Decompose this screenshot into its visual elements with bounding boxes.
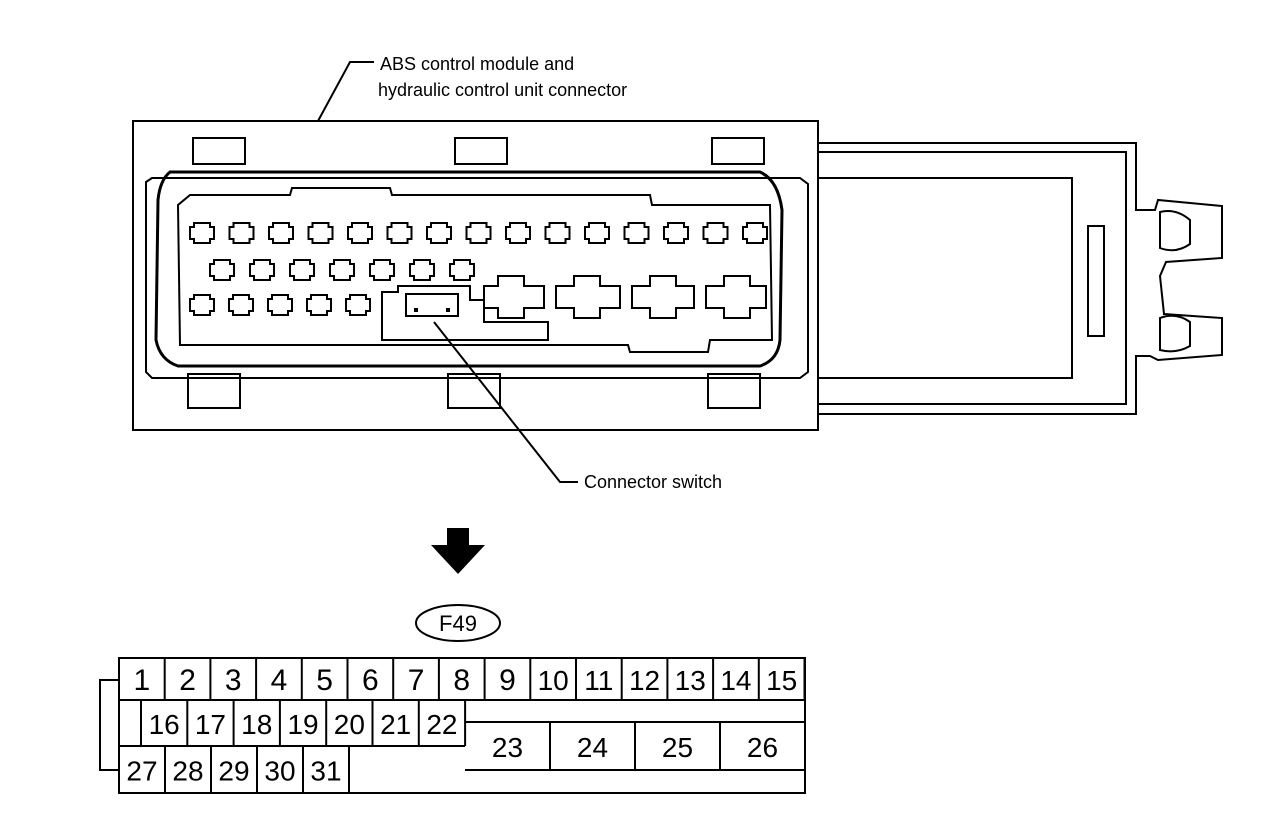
terminal-cavity [742,222,768,244]
terminal-cavity [465,222,492,244]
pin-cell: 3 [225,664,242,697]
pin-cell: 26 [747,732,778,763]
pin-cell: 15 [766,665,797,696]
terminal-cavity [289,259,315,281]
pin-cell: 4 [271,664,288,697]
terminal-cavity [623,222,650,244]
terminal-cavity [228,222,255,244]
pin-cell: 28 [172,756,203,787]
terminal-cavity [189,294,215,316]
terminal-cavity [409,259,435,281]
pin-cell: 29 [218,756,249,787]
pin-cell: 9 [499,664,516,697]
pin-cell: 19 [287,709,318,740]
terminal-cavity [189,222,215,244]
terminal-cavity [267,294,293,316]
connector-switch-label: Connector switch [584,472,722,492]
terminal-cavity [345,294,371,316]
down-arrow-icon [431,528,485,574]
pin-cell: 13 [675,665,706,696]
terminal-cavity [449,259,475,281]
pin-cell: 16 [149,709,180,740]
connector-switch [381,285,549,341]
terminal-cavities [189,222,768,316]
terminal-cavity [663,222,689,244]
pin-cell: 8 [453,664,470,697]
pin-cell: 23 [492,732,523,763]
pin-cell: 20 [334,709,365,740]
pin-cell: 5 [316,664,333,697]
connector-housing [132,120,1223,431]
pin-cell: 30 [264,756,295,787]
pin-cell: 22 [426,709,457,740]
terminal-cavity [584,222,610,244]
terminal-cavity [386,222,413,244]
pin-cell: 24 [577,732,608,763]
pin-cell: 2 [179,664,196,697]
pin-cell: 1 [134,664,151,697]
terminal-cavity [347,222,373,244]
terminal-cavity [307,222,334,244]
module-label: ABS control module and [380,54,574,74]
pin-cell: 21 [380,709,411,740]
pin-cell: 14 [720,665,751,696]
terminal-cavity [329,259,355,281]
terminal-cavity [228,294,254,316]
terminal-cavity [268,222,294,244]
pin-cell: 6 [362,664,379,697]
large-terminals [483,275,767,319]
pin-cell: 25 [662,732,693,763]
pin-cell: 17 [195,709,226,740]
pin-cell: 12 [629,665,660,696]
terminal-cavity [209,259,235,281]
pin-cell: 27 [126,756,157,787]
connector-code: F49 [439,611,477,636]
connector-code-badge: F49 [415,604,501,642]
pin-cell: 10 [538,665,569,696]
terminal-cavity [702,222,729,244]
leader-lines [317,61,578,483]
terminal-cavity [306,294,332,316]
terminal-cavity [426,222,452,244]
terminal-cavity [249,259,275,281]
terminal-cavity [369,259,395,281]
pin-cell: 7 [408,664,425,697]
pin-cell: 18 [241,709,272,740]
terminal-cavity [544,222,571,244]
module-label-line2: hydraulic control unit connector [378,80,627,100]
pin-cell: 11 [584,665,613,696]
terminal-cavity [505,222,531,244]
pin-cell: 31 [310,756,341,787]
